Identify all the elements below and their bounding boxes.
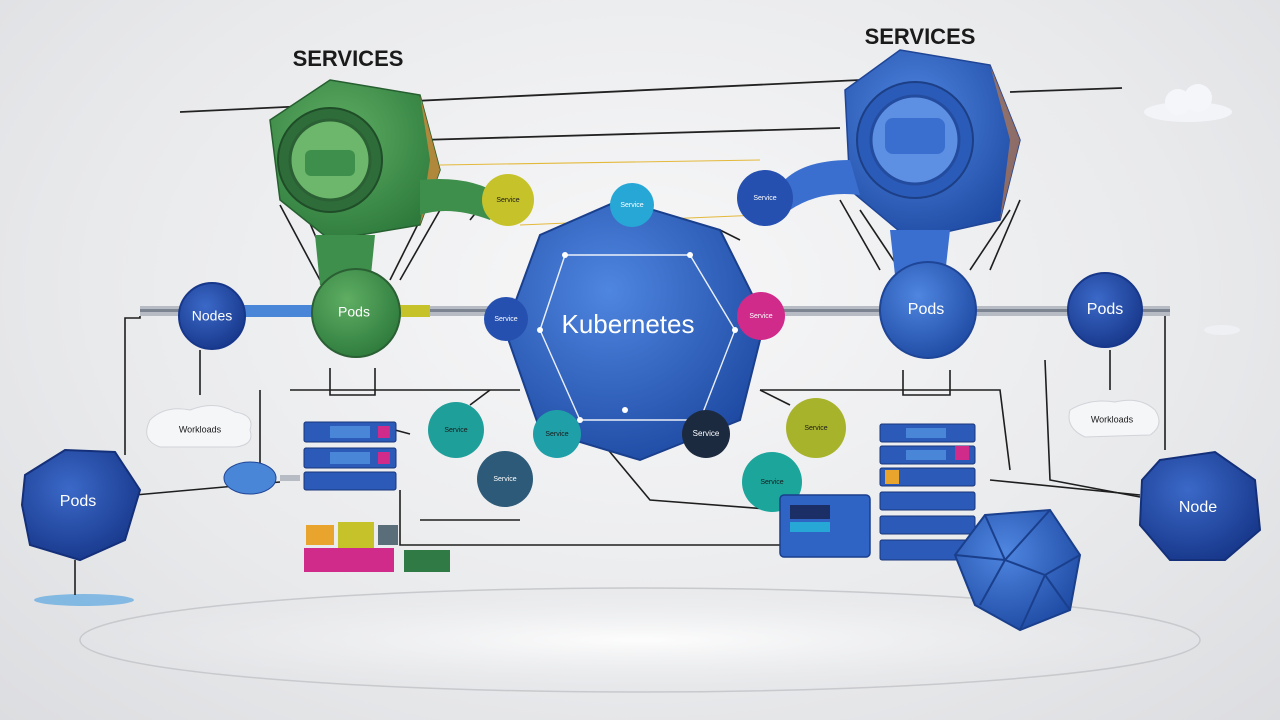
floor-platform	[79, 587, 1201, 693]
service-bubble: Service	[482, 174, 534, 226]
side-note-left: Workloads	[146, 405, 252, 448]
service-bubble: Service	[428, 402, 484, 458]
service-bubble: Service	[786, 398, 846, 458]
hex-pods-left: Pods	[20, 448, 142, 562]
node-nodes-left: Nodes	[178, 282, 246, 350]
svg-text:Service: Service	[496, 197, 519, 204]
service-bubble: Service	[477, 451, 533, 507]
svg-text:Service: Service	[753, 195, 776, 202]
svg-text:Service: Service	[493, 476, 516, 483]
device-panel	[779, 494, 871, 558]
svg-text:Workloads: Workloads	[1091, 414, 1134, 424]
service-bubble: Service	[484, 297, 528, 341]
connector-device	[223, 461, 300, 495]
cloud-icon	[1144, 84, 1232, 122]
service-bubble: Service	[682, 410, 730, 458]
svg-text:Service: Service	[804, 425, 827, 432]
floor-reflection	[34, 594, 134, 606]
services-title-left: SERVICES	[293, 46, 404, 71]
service-bubble: Service	[610, 183, 654, 227]
service-bubble: Service	[533, 410, 581, 458]
service-unit-green	[269, 79, 500, 285]
svg-text:Service: Service	[494, 316, 517, 323]
svg-text:Workloads: Workloads	[179, 424, 222, 434]
pods-label: Pods	[338, 304, 370, 320]
wiring	[74, 199, 1166, 595]
svg-text:Service: Service	[620, 202, 643, 209]
nodes-label: Nodes	[192, 308, 232, 324]
svg-text:Service: Service	[693, 429, 720, 438]
pods-label: Pods	[60, 493, 96, 510]
service-unit-blue	[780, 49, 1021, 275]
cloud-icon	[1204, 325, 1240, 335]
service-bubble: Service	[737, 170, 793, 226]
rack-stack-right	[879, 423, 976, 561]
svg-text:Service: Service	[749, 313, 772, 320]
side-note-right: Workloads	[1068, 399, 1160, 438]
svg-text:Service: Service	[760, 479, 783, 486]
kubernetes-hub: Kubernetes	[503, 198, 767, 462]
crystal-polyhedron	[953, 508, 1082, 632]
rack-stack-left	[303, 421, 450, 572]
node-pods-green: Pods	[311, 268, 401, 358]
services-title-right: SERVICES	[865, 24, 976, 49]
node-pods-right: Pods	[879, 261, 977, 359]
kubernetes-label: Kubernetes	[562, 309, 695, 339]
node-label: Node	[1179, 499, 1217, 516]
service-bubble: Service	[737, 292, 785, 340]
svg-text:Service: Service	[444, 427, 467, 434]
node-pods-far-right: Pods	[1067, 272, 1143, 348]
pods-label: Pods	[908, 301, 944, 318]
hex-node-right: Node	[1138, 450, 1262, 561]
svg-text:Service: Service	[545, 431, 568, 438]
pods-label: Pods	[1087, 301, 1123, 318]
